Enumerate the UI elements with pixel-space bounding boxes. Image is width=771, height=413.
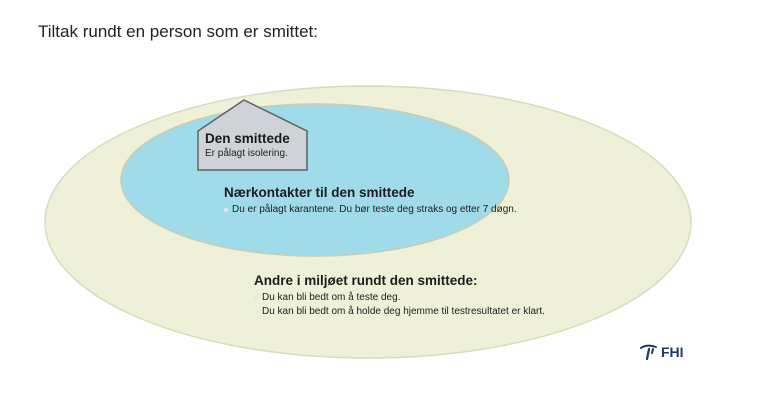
- inner-ring-bullet: Du er pålagt karantene. Du bør teste deg…: [224, 203, 517, 217]
- outer-ring-bullet-text-1: Du kan bli bedt om å teste deg.: [262, 292, 401, 303]
- inner-ring-bullet-text: Du er pålagt karantene. Du bør teste deg…: [232, 204, 517, 215]
- outer-ring-bullet: Du kan bli bedt om å teste deg.: [254, 291, 545, 305]
- fhi-logo-icon: [640, 344, 657, 360]
- inner-ring-heading: Nærkontakter til den smittede: [224, 185, 415, 200]
- page-title: Tiltak rundt en person som er smittet:: [38, 22, 318, 41]
- outer-ring-label: Andre i miljøet rundt den smittede: Du k…: [254, 273, 545, 319]
- bullet-icon: [254, 310, 258, 314]
- fhi-logo-text: FHI: [661, 344, 684, 360]
- inner-ring-label: Nærkontakter til den smittede Du er påla…: [224, 185, 517, 217]
- house-shape: [197, 99, 308, 171]
- inner-ring-ellipse: [120, 103, 510, 257]
- outer-ring-bullet-text-2: Du kan bli bedt om å holde deg hjemme ti…: [262, 306, 545, 317]
- house-subtitle: Er pålagt isolering.: [205, 148, 288, 159]
- house-title: Den smittede: [205, 131, 290, 146]
- bullet-icon: [224, 208, 228, 212]
- outer-ring-bullet: Du kan bli bedt om å holde deg hjemme ti…: [254, 305, 545, 319]
- outer-ring-heading: Andre i miljøet rundt den smittede:: [254, 273, 478, 288]
- house-label: Den smittede Er pålagt isolering.: [205, 131, 290, 159]
- bullet-icon: [254, 296, 258, 300]
- fhi-logo: FHI: [640, 344, 684, 360]
